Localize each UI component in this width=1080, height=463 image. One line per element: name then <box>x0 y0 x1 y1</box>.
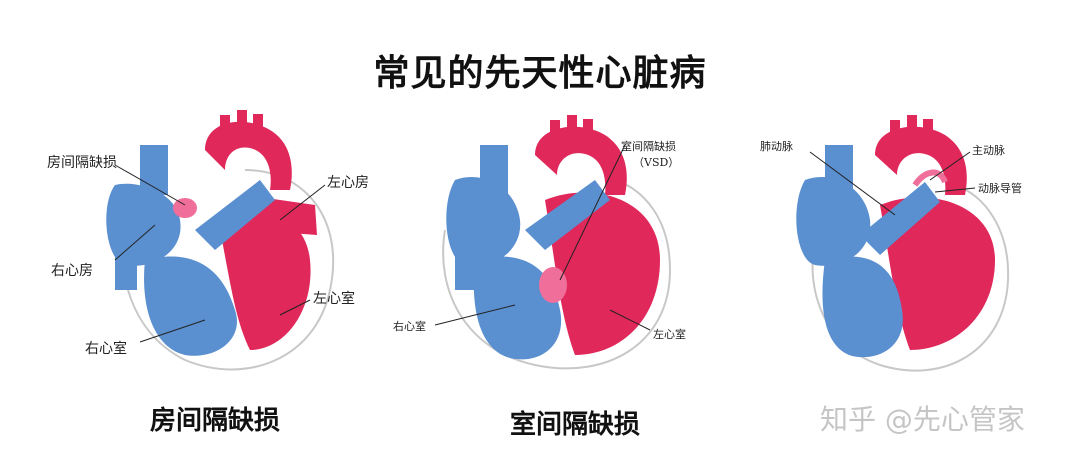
inferior-vena-cava <box>455 250 477 290</box>
septal-defect-mark <box>173 198 197 218</box>
heart-illustration-vsd <box>434 115 672 370</box>
aortic-branch-1 <box>220 115 230 137</box>
label-ventricular-septal-defect: 室间隔缺损 <box>621 140 676 153</box>
label-right-ventricle: 右心室 <box>393 320 426 333</box>
left-ventricle <box>220 215 311 350</box>
right-atrium <box>796 176 871 266</box>
label-right-ventricle: 右心室 <box>85 341 127 357</box>
caption-asd: 房间隔缺损 <box>149 406 280 436</box>
label-atrial-septal-defect: 房间隔缺损 <box>47 155 117 171</box>
aortic-branch-3 <box>923 119 933 141</box>
page-title: 常见的先天性心脏病 <box>373 53 707 94</box>
aortic-branch-1 <box>890 120 900 142</box>
heart-illustration-asd <box>106 110 335 371</box>
heart-diagram-vsd: 室间隔缺损 （VSD） 右心室 左心室 <box>385 110 725 400</box>
aorta <box>535 126 627 195</box>
right-ventricle <box>144 256 237 356</box>
septal-defect-mark <box>539 267 567 303</box>
superior-vena-cava <box>480 145 508 195</box>
aorta <box>205 121 292 190</box>
left-heart <box>545 192 660 355</box>
pulmonary-trunk <box>525 180 610 250</box>
label-vsd-abbreviation: （VSD） <box>633 156 680 169</box>
aortic-branch-1 <box>550 120 560 142</box>
label-left-atrium: 左心房 <box>327 175 369 191</box>
label-ductus-arteriosus: 动脉导管 <box>978 182 1022 195</box>
superior-vena-cava <box>825 145 853 195</box>
aortic-branch-3 <box>253 114 263 136</box>
ductus-arteriosus <box>912 169 948 187</box>
watermark: 知乎 @先心管家 <box>820 403 1025 436</box>
inferior-vena-cava <box>115 250 137 290</box>
aortic-branch-2 <box>567 115 577 139</box>
aorta <box>875 126 967 195</box>
pulmonary-artery <box>860 182 940 255</box>
heart-diagram-asd: 房间隔缺损 左心房 右心房 左心室 右心室 <box>45 110 385 400</box>
pericardium-outline <box>442 179 672 370</box>
right-ventricle <box>822 256 903 358</box>
pericardium-outline <box>120 169 335 371</box>
aortic-branch-2 <box>907 115 917 139</box>
right-atrium <box>446 176 521 266</box>
label-aorta: 主动脉 <box>972 144 1005 157</box>
heart-illustration-pda <box>796 115 1010 372</box>
label-left-ventricle: 左心室 <box>313 291 355 307</box>
superior-vena-cava <box>140 145 168 195</box>
aortic-branch-3 <box>583 119 593 141</box>
caption-vsd: 室间隔缺损 <box>509 410 640 440</box>
aortic-branch-2 <box>237 110 247 134</box>
pericardium-outline <box>811 184 1010 372</box>
label-right-atrium: 右心房 <box>51 263 93 279</box>
pulmonary-trunk <box>195 180 275 250</box>
heart-diagram-pda: 肺动脉 主动脉 动脉导管 <box>730 110 1070 400</box>
label-pulmonary-artery: 肺动脉 <box>760 140 793 153</box>
left-heart <box>880 197 995 350</box>
right-atrium <box>106 183 181 266</box>
label-left-ventricle: 左心室 <box>653 328 686 341</box>
